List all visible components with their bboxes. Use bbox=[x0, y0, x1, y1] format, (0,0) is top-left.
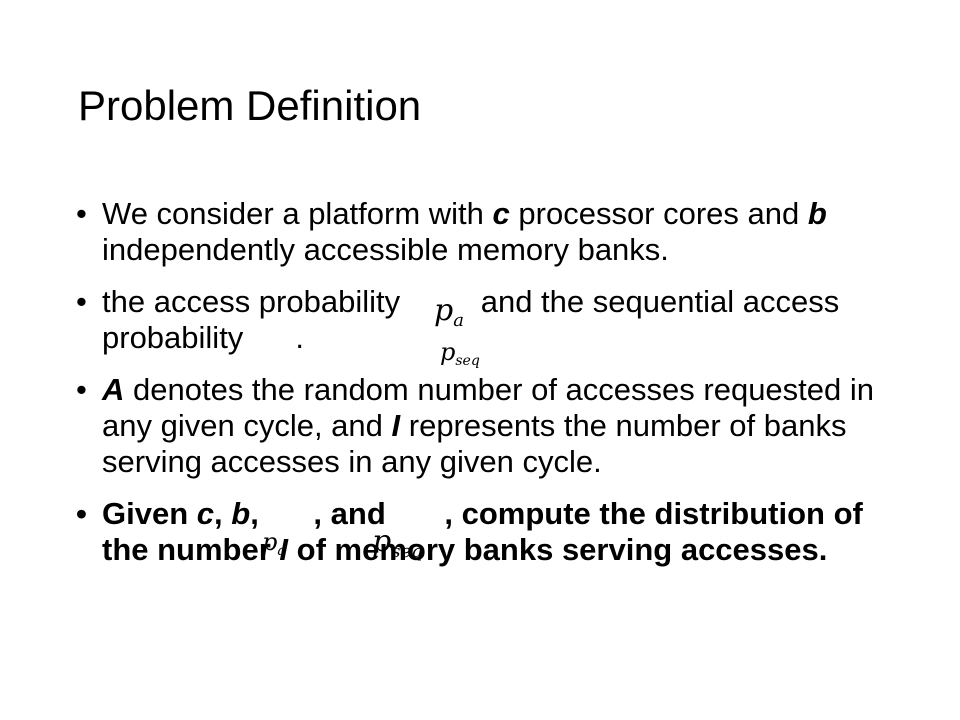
variable: c bbox=[492, 196, 510, 231]
bullet-dot: • bbox=[76, 496, 87, 531]
bullet-text: , compute the distribution of the number bbox=[102, 496, 863, 567]
bullet-item: • We consider a platform with c processor… bbox=[76, 196, 876, 268]
bullet-text: of memory banks serving accesses. bbox=[288, 532, 828, 567]
formula-pa-bullet4: pa bbox=[262, 528, 286, 559]
bullet-text: represents the number of banks serving a… bbox=[102, 408, 847, 479]
bullet-text: and the sequential access probability bbox=[102, 284, 840, 355]
bullet-text: We consider a platform with bbox=[102, 196, 493, 231]
variable: b bbox=[807, 196, 827, 231]
formula-pa-bullet2: pa bbox=[434, 293, 464, 331]
bullet-item: • the access probability and the sequenti… bbox=[76, 284, 876, 356]
variable: c bbox=[196, 496, 215, 531]
bullet-text: independently accessible memory banks. bbox=[102, 232, 669, 267]
variable: I bbox=[279, 532, 289, 567]
variable: I bbox=[391, 408, 401, 443]
variable: b bbox=[231, 496, 251, 531]
bullet-dot: • bbox=[76, 284, 87, 319]
formula-pseq-bullet4: pseq bbox=[372, 524, 423, 562]
bullet-text: , bbox=[214, 496, 232, 531]
bullet-text: processor cores and bbox=[509, 196, 808, 231]
bullet-text: . bbox=[295, 320, 304, 355]
bullet-text: Given bbox=[102, 496, 197, 531]
bullet-list: • We consider a platform with c processor… bbox=[76, 196, 876, 584]
bullet-text: denotes the random number of accesses re… bbox=[102, 372, 875, 443]
bullet-text: , and bbox=[313, 496, 395, 531]
variable: A bbox=[102, 372, 125, 407]
bullet-text: the access probability bbox=[102, 284, 401, 319]
bullet-dot: • bbox=[76, 372, 87, 407]
bullet-item: • A denotes the random number of accesses… bbox=[76, 372, 876, 480]
bullet-text: , bbox=[250, 496, 268, 531]
slide-title: Problem Definition bbox=[78, 82, 422, 129]
bullet-dot: • bbox=[76, 196, 87, 231]
bullet-item: • Given c, b, , and , compute the distrib… bbox=[76, 496, 876, 568]
formula-pseq-bullet2: pseq bbox=[440, 338, 480, 369]
